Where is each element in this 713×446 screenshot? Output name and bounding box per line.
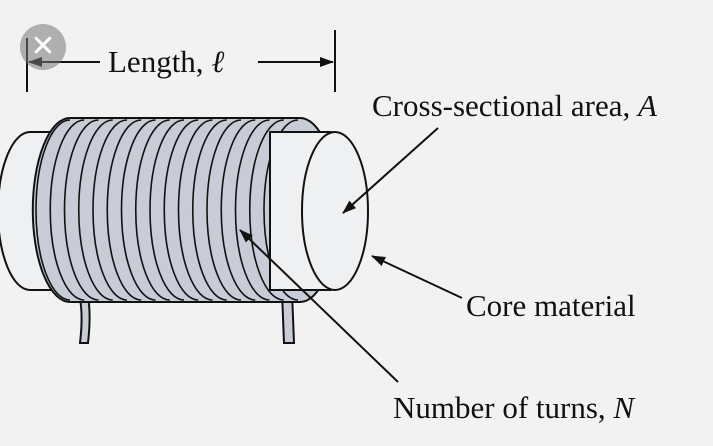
area-leader-arrow bbox=[342, 127, 439, 214]
coil-turn bbox=[206, 119, 242, 301]
number-of-turns-label: Number of turns, N bbox=[393, 390, 635, 425]
close-icon: ✕ bbox=[30, 29, 56, 64]
coil-turn bbox=[177, 119, 213, 301]
coil-turn bbox=[149, 119, 185, 301]
core-right-end bbox=[269, 131, 369, 291]
coil-turn bbox=[63, 119, 99, 301]
coil-turn bbox=[248, 119, 284, 301]
coil-turn bbox=[163, 119, 199, 301]
core-material-label: Core material bbox=[466, 288, 636, 323]
coil-turn bbox=[191, 119, 227, 301]
coil-turn bbox=[77, 119, 113, 301]
coil-turn bbox=[234, 119, 270, 301]
cross-sectional-area-label: Cross-sectional area, A bbox=[372, 88, 657, 123]
coil-turn bbox=[92, 119, 128, 301]
coil-winding bbox=[31, 117, 339, 303]
leader-arrows bbox=[239, 127, 463, 383]
coil-turn bbox=[134, 119, 170, 301]
coil-turn bbox=[220, 119, 256, 301]
coil-turns bbox=[35, 119, 299, 301]
coil-turn bbox=[106, 119, 142, 301]
length-label: Length, ℓ bbox=[108, 44, 225, 79]
coil-turn bbox=[120, 119, 156, 301]
coil-turn bbox=[49, 119, 85, 301]
core-leader-arrow bbox=[371, 255, 463, 299]
close-button[interactable]: ✕ bbox=[20, 24, 66, 70]
length-dimension bbox=[26, 30, 336, 92]
coil-turn bbox=[35, 119, 71, 301]
turns-leader-arrow bbox=[239, 229, 399, 383]
